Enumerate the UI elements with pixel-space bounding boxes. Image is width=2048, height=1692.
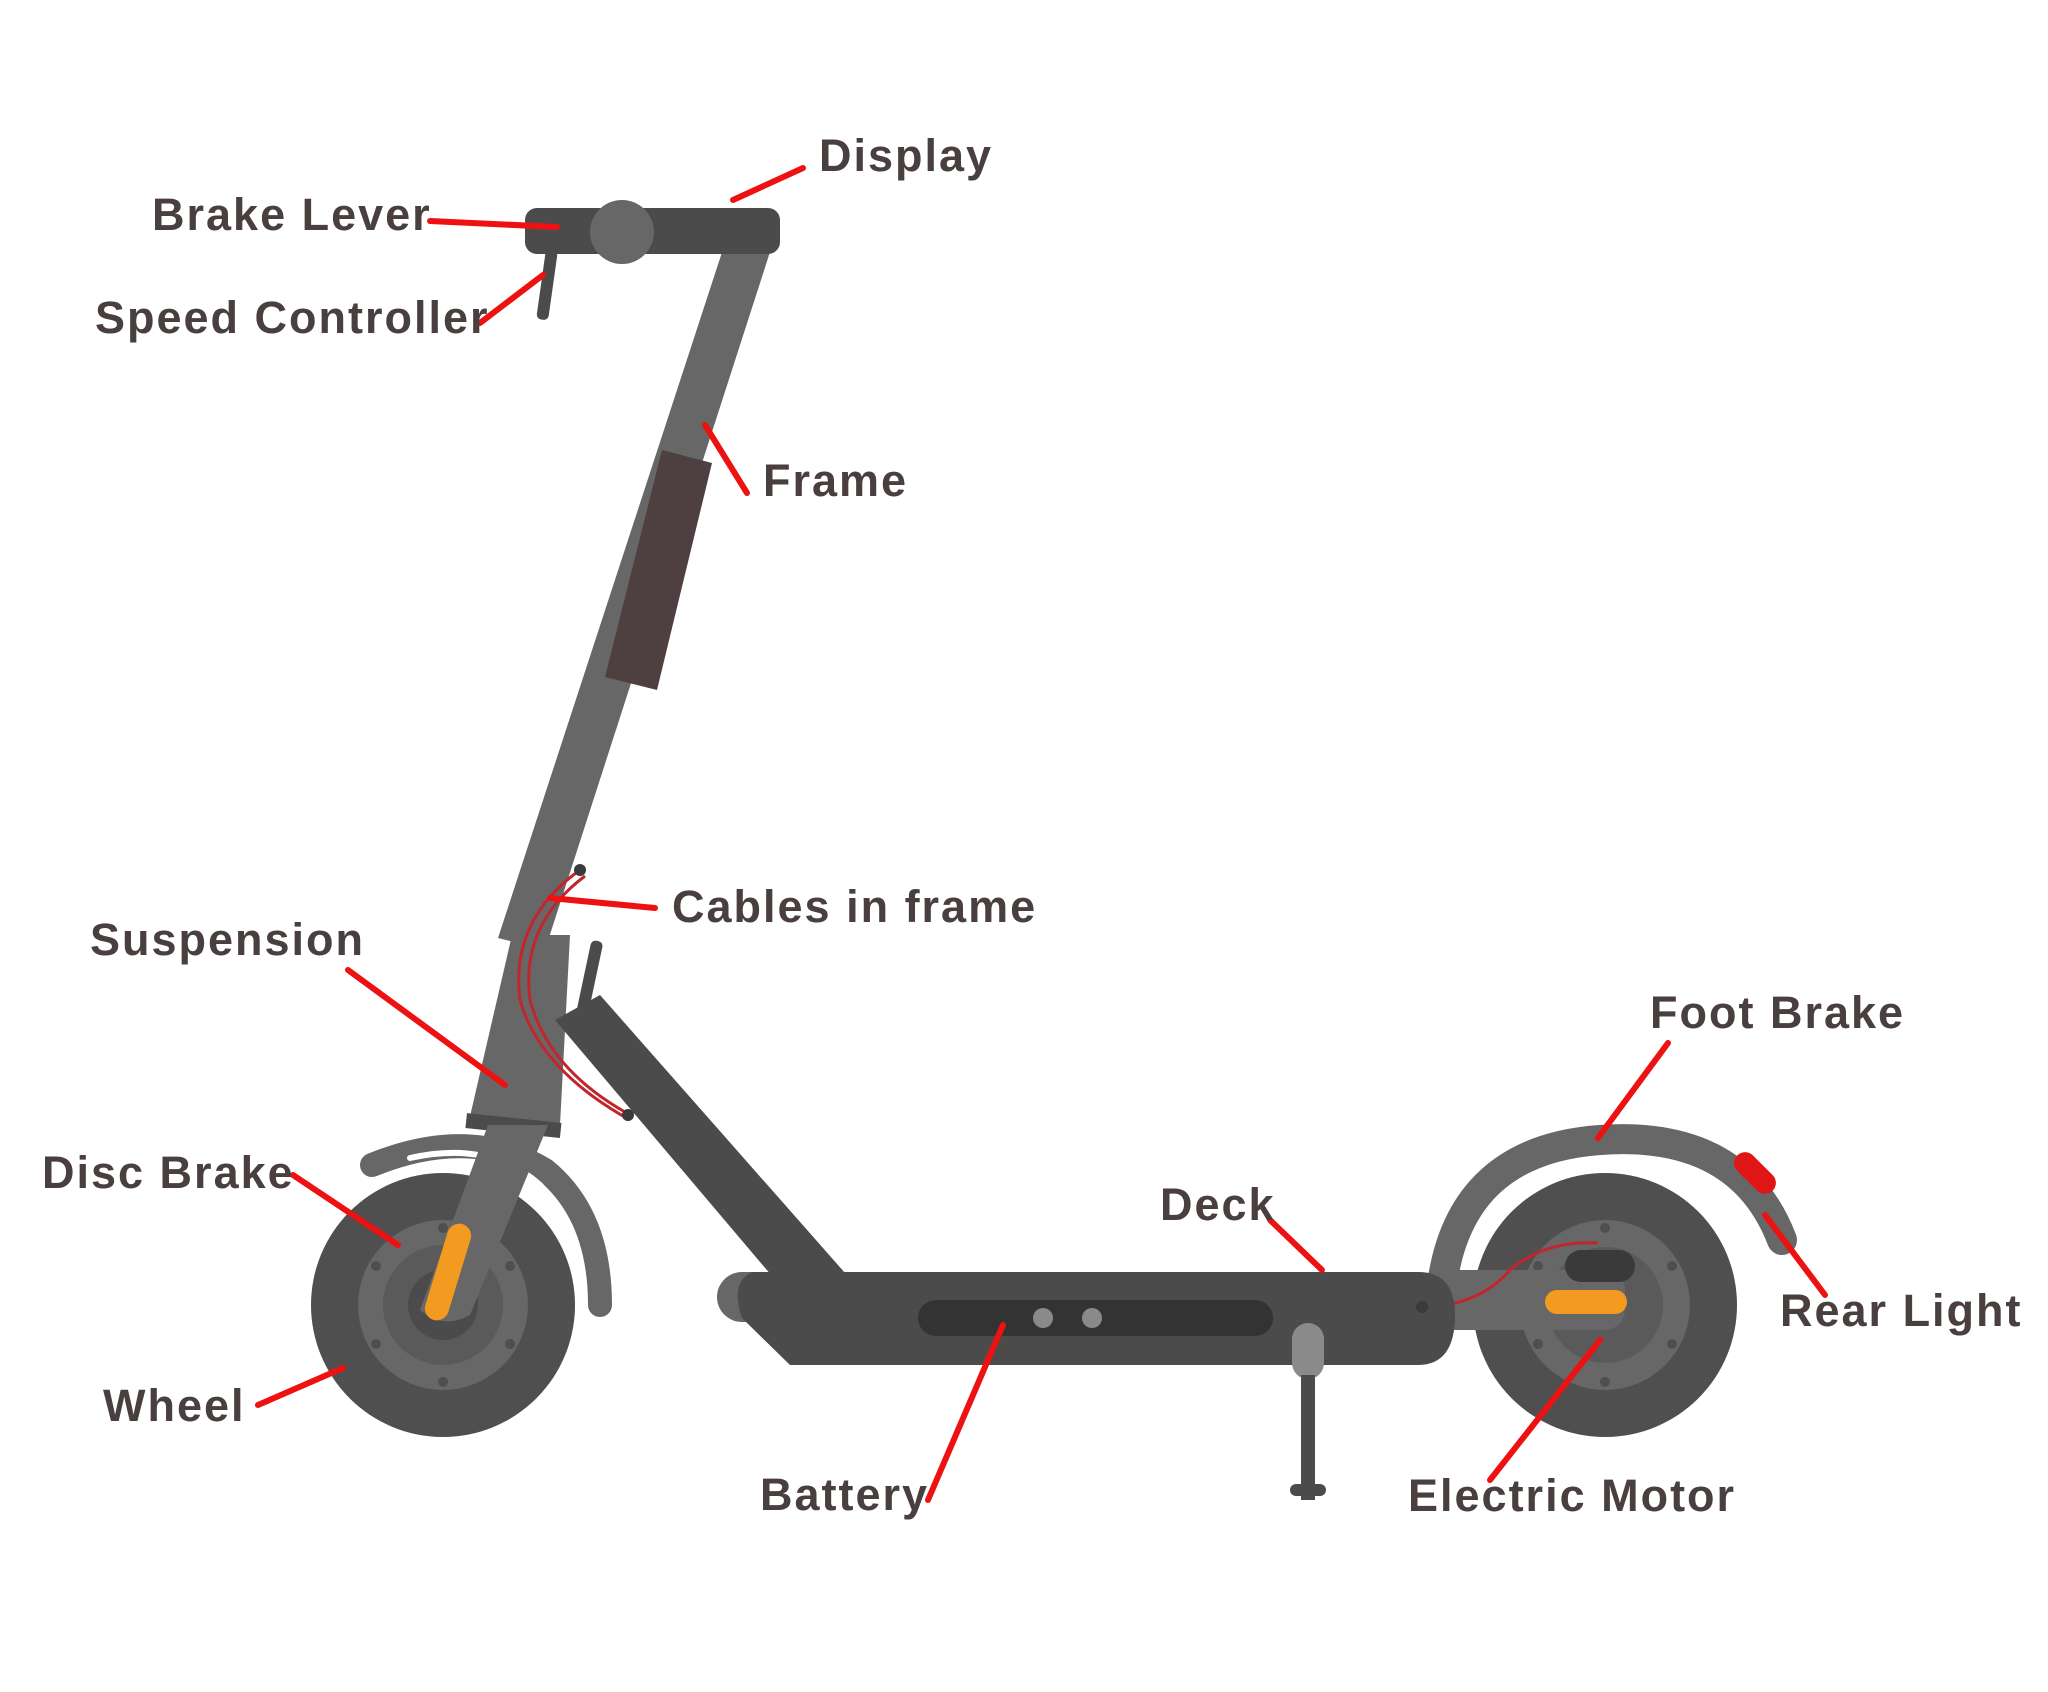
leader-line-battery	[925, 1322, 1006, 1503]
kickstand-leg	[1301, 1375, 1315, 1500]
label-disc-brake: Disc Brake	[42, 1147, 295, 1198]
leader-line-wheel	[255, 1365, 346, 1408]
rear-fender-highlight	[1475, 1166, 1741, 1273]
leader-line-cables-in-frame	[547, 895, 658, 911]
stem-grip	[605, 450, 712, 690]
kickstand-foot	[1290, 1484, 1326, 1496]
label-rear-light: Rear Light	[1780, 1285, 2023, 1336]
label-battery: Battery	[760, 1469, 930, 1520]
fork-accent-orange	[424, 1223, 472, 1321]
rear-light	[1734, 1152, 1776, 1194]
cables	[517, 868, 631, 1122]
leader-line-electric-motor	[1487, 1337, 1603, 1483]
label-cables-in-frame: Cables in frame	[672, 881, 1038, 932]
battery-indicator-2	[1082, 1308, 1102, 1328]
leader-line-suspension	[345, 967, 508, 1088]
label-wheel: Wheel	[103, 1380, 246, 1431]
leader-line-foot-brake	[1595, 1040, 1671, 1141]
label-frame: Frame	[763, 455, 909, 506]
rear-arm	[1425, 1270, 1625, 1330]
motor-cable	[1424, 1241, 1599, 1309]
cable-port-upper	[574, 864, 586, 876]
motor-accent-orange	[1545, 1290, 1627, 1314]
leader-line-rear-light	[1762, 1212, 1828, 1298]
front-fender	[360, 1134, 612, 1317]
label-electric-motor: Electric Motor	[1408, 1470, 1737, 1521]
down-tube	[555, 995, 860, 1315]
leader-line-deck	[1267, 1217, 1325, 1273]
leader-line-display	[730, 165, 806, 203]
stem-latch	[575, 940, 603, 1022]
label-foot-brake: Foot Brake	[1650, 987, 1906, 1038]
front-fender-highlight	[407, 1149, 576, 1278]
label-brake-lever: Brake Lever	[152, 189, 432, 240]
label-deck: Deck	[1160, 1179, 1276, 1230]
battery-indicator-1	[1033, 1308, 1053, 1328]
kickstand-mount	[1292, 1323, 1324, 1379]
deck-cable-port	[1416, 1301, 1428, 1313]
label-display: Display	[819, 130, 994, 181]
leader-line-brake-lever	[427, 218, 560, 230]
leader-line-disc-brake	[290, 1172, 401, 1248]
label-suspension: Suspension	[90, 914, 366, 965]
display-hub	[590, 200, 654, 264]
leader-line-frame	[702, 422, 750, 496]
cable-port-lower	[622, 1109, 634, 1121]
motor-housing	[1565, 1250, 1635, 1282]
label-speed-controller: Speed Controller	[95, 292, 490, 343]
speed-controller-lever	[536, 250, 558, 320]
leader-line-speed-controller	[477, 272, 546, 326]
